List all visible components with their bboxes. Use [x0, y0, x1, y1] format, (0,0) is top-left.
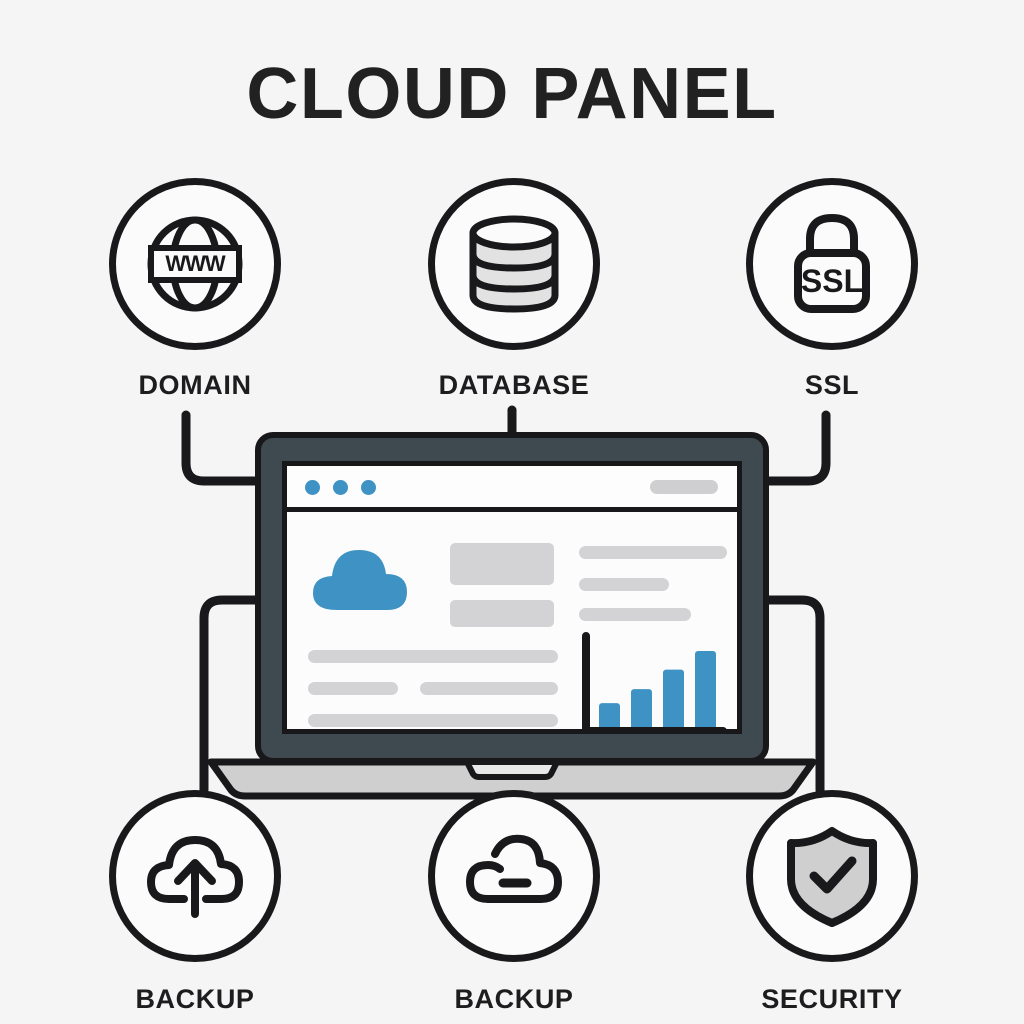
svg-text:WWW: WWW	[165, 251, 226, 276]
chart-axes	[582, 632, 727, 729]
node-database-label: DATABASE	[438, 370, 590, 400]
shield-check-icon	[787, 827, 877, 927]
cloud-minus-icon	[466, 834, 562, 903]
node-ssl-label: SSL	[804, 370, 860, 400]
browser-dot-3	[361, 480, 376, 495]
cloud-icon	[313, 550, 407, 610]
page-title: CLOUD PANEL	[246, 54, 778, 134]
node-database[interactable]: DATABASE	[419, 178, 609, 401]
node-security-label: SECURITY	[761, 984, 903, 1014]
laptop-screen	[282, 461, 742, 734]
database-icon-circle[interactable]	[428, 178, 600, 350]
node-backup-upload-label: BACKUP	[135, 984, 255, 1014]
text-line-1	[579, 546, 727, 559]
text-line-4	[308, 650, 558, 663]
cloud-upload-icon	[147, 836, 243, 918]
laptop-lid	[255, 432, 769, 764]
browser-dot-1	[305, 480, 320, 495]
laptop-base	[207, 758, 817, 800]
node-backup-cloud-label: BACKUP	[454, 984, 574, 1014]
card-block-1	[450, 543, 554, 585]
ssl-icon-circle[interactable]: SSL	[746, 178, 918, 350]
database-icon	[469, 215, 559, 313]
node-domain[interactable]: WWW DOMAIN	[100, 178, 290, 401]
text-line-6	[420, 682, 558, 695]
url-bar-placeholder	[650, 480, 718, 494]
card-block-2	[450, 600, 554, 627]
bar-4	[695, 651, 716, 729]
domain-icon-circle[interactable]: WWW	[109, 178, 281, 350]
text-line-7	[308, 714, 558, 727]
padlock-ssl-icon: SSL	[794, 213, 870, 313]
bar-chart	[582, 632, 727, 729]
node-backup-cloud[interactable]: BACKUP	[419, 790, 609, 1015]
node-domain-label: DOMAIN	[138, 370, 252, 400]
laptop-illustration	[205, 432, 819, 800]
backup-upload-icon-circle[interactable]	[109, 790, 281, 962]
text-line-3	[579, 608, 691, 621]
svg-text:SSL: SSL	[801, 263, 863, 299]
node-ssl[interactable]: SSL SSL	[737, 178, 927, 401]
node-security[interactable]: SECURITY	[737, 790, 927, 1015]
dashboard-content	[287, 512, 737, 729]
bar-1	[599, 703, 620, 729]
browser-dot-2	[333, 480, 348, 495]
backup-cloud-icon-circle[interactable]	[428, 790, 600, 962]
text-line-2	[579, 578, 669, 591]
text-line-5	[308, 682, 398, 695]
security-icon-circle[interactable]	[746, 790, 918, 962]
node-backup-upload[interactable]: BACKUP	[100, 790, 290, 1015]
globe-www-icon: WWW	[147, 216, 243, 312]
trackpad-notch	[464, 759, 560, 780]
bar-2	[631, 689, 652, 729]
browser-chrome-bar	[287, 466, 737, 512]
bar-3	[663, 669, 684, 729]
